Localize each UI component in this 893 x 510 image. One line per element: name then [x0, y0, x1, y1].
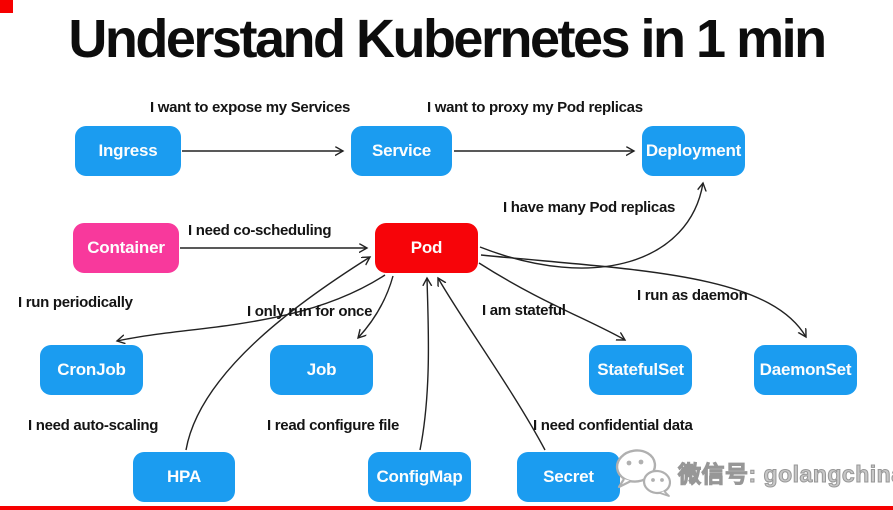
edge-label-run-for-once: I only run for once [247, 303, 373, 320]
red-bottom-strip [0, 506, 893, 510]
watermark-text: 微信号: golangchina [678, 461, 893, 488]
node-daemonset: DaemonSet [754, 345, 857, 395]
node-service: Service [351, 126, 452, 176]
node-secret: Secret [517, 452, 620, 502]
wechat-logo-icon [615, 449, 672, 497]
arrow-pod-to-deployment [479, 183, 703, 269]
edge-label-expose-services: I want to expose my Services [150, 99, 351, 116]
node-statefulset: StatefulSet [589, 345, 692, 395]
edge-label-proxy-pod-replicas: I want to proxy my Pod replicas [427, 99, 643, 116]
edge-label-auto-scaling: I need auto-scaling [28, 417, 159, 434]
node-job: Job [270, 345, 373, 395]
edge-label-many-pod-replicas: I have many Pod replicas [503, 199, 676, 216]
node-hpa: HPA [133, 452, 235, 502]
arrow-configmap-to-pod [419, 278, 428, 451]
node-cronjob: CronJob [40, 345, 143, 395]
edge-label-configure-file: I read configure file [267, 417, 400, 434]
watermark: 微信号: golangchina [612, 446, 893, 498]
edge-label-am-stateful: I am stateful [482, 302, 566, 319]
node-deployment: Deployment [642, 126, 745, 176]
node-container: Container [73, 223, 179, 273]
page-title: Understand Kubernetes in 1 min [68, 9, 827, 69]
edge-label-confidential-data: I need confidential data [533, 417, 693, 434]
node-configmap: ConfigMap [368, 452, 471, 502]
edge-label-run-as-daemon: I run as daemon [637, 287, 748, 304]
node-ingress: Ingress [75, 126, 181, 176]
node-pod: Pod [375, 223, 478, 273]
edge-label-co-scheduling: I need co-scheduling [188, 222, 332, 239]
red-corner-mark [0, 0, 13, 13]
edge-label-run-periodically: I run periodically [18, 294, 133, 311]
